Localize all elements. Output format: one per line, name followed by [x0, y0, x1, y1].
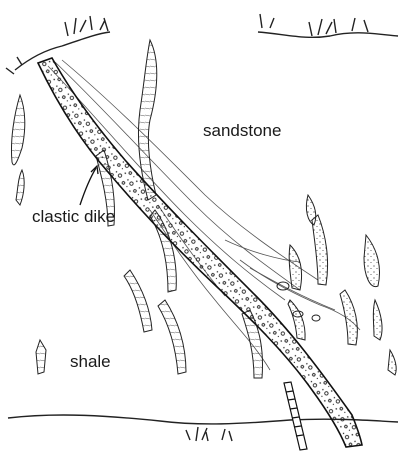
top-ground-right [258, 14, 398, 37]
sandstone-label: sandstone [203, 122, 281, 139]
scale-bar [284, 382, 307, 450]
shale-label: shale [70, 353, 111, 370]
clastic-dike [38, 58, 362, 447]
sandstone-lenses [288, 195, 396, 375]
dike-pointer [80, 166, 98, 205]
clastic-dike-label: clastic dike [32, 208, 115, 225]
